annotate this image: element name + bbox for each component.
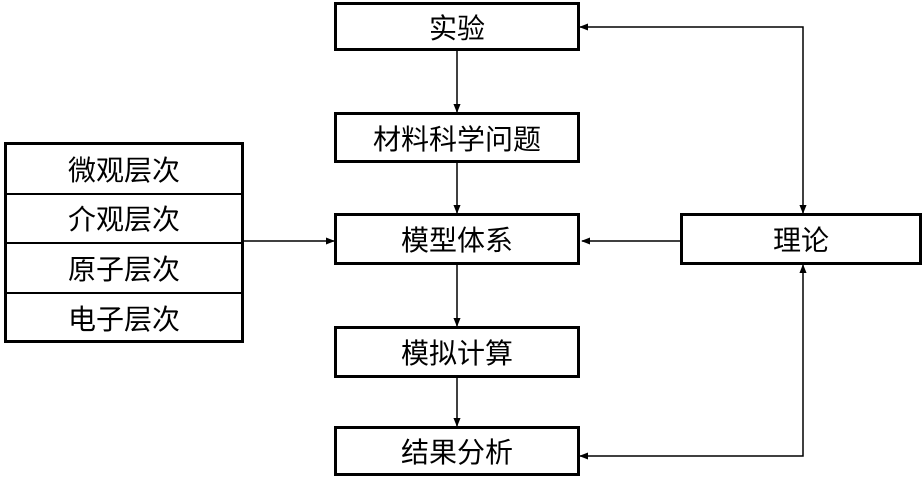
level-atomic: 原子层次: [7, 244, 241, 294]
level-microscopic: 微观层次: [7, 145, 241, 195]
level-electronic: 电子层次: [7, 294, 241, 344]
arrow-result-theory: [579, 264, 807, 460]
level-label: 微观层次: [67, 153, 180, 187]
theory-label: 理论: [772, 224, 829, 257]
level-label: 介观层次: [67, 203, 180, 237]
theory-box: 理论: [680, 213, 922, 265]
levels-group: 微观层次 介观层次 原子层次 电子层次: [4, 142, 244, 343]
experiment-label: 实验: [428, 11, 485, 45]
model-system-box: 模型体系: [334, 213, 580, 265]
model-system-label: 模型体系: [400, 224, 513, 257]
materials-problem-label: 材料科学问题: [372, 122, 541, 156]
materials-problem-box: 材料科学问题: [334, 112, 580, 163]
result-analysis-box: 结果分析: [334, 426, 580, 476]
experiment-box: 实验: [334, 2, 580, 51]
arrow-experiment-theory: [579, 23, 807, 214]
level-mesoscopic: 介观层次: [7, 195, 241, 244]
result-analysis-label: 结果分析: [400, 436, 513, 469]
level-label: 原子层次: [67, 252, 180, 286]
simulation-box: 模拟计算: [334, 326, 580, 378]
level-label: 电子层次: [67, 303, 180, 337]
simulation-label: 模拟计算: [400, 337, 513, 370]
